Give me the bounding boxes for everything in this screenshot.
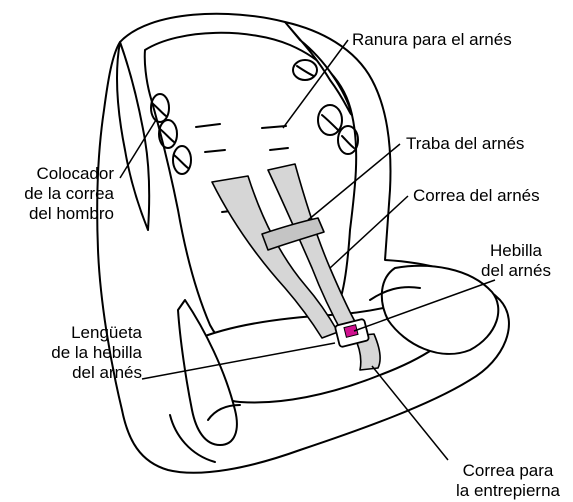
label-harness-strap: Correa del arnés: [413, 186, 540, 206]
label-harness-lock: Traba del arnés: [406, 134, 524, 154]
label-harness-slot: Ranura para el arnés: [352, 30, 512, 50]
label-harness-buckle: Hebilla del arnés: [466, 241, 566, 281]
label-shoulder-strap-positioner: Colocador de la correa del hombro: [0, 164, 114, 224]
label-buckle-tongue: Lengüeta de la hebilla del arnés: [0, 323, 142, 383]
label-crotch-strap: Correa para la entrepierna: [446, 461, 570, 501]
